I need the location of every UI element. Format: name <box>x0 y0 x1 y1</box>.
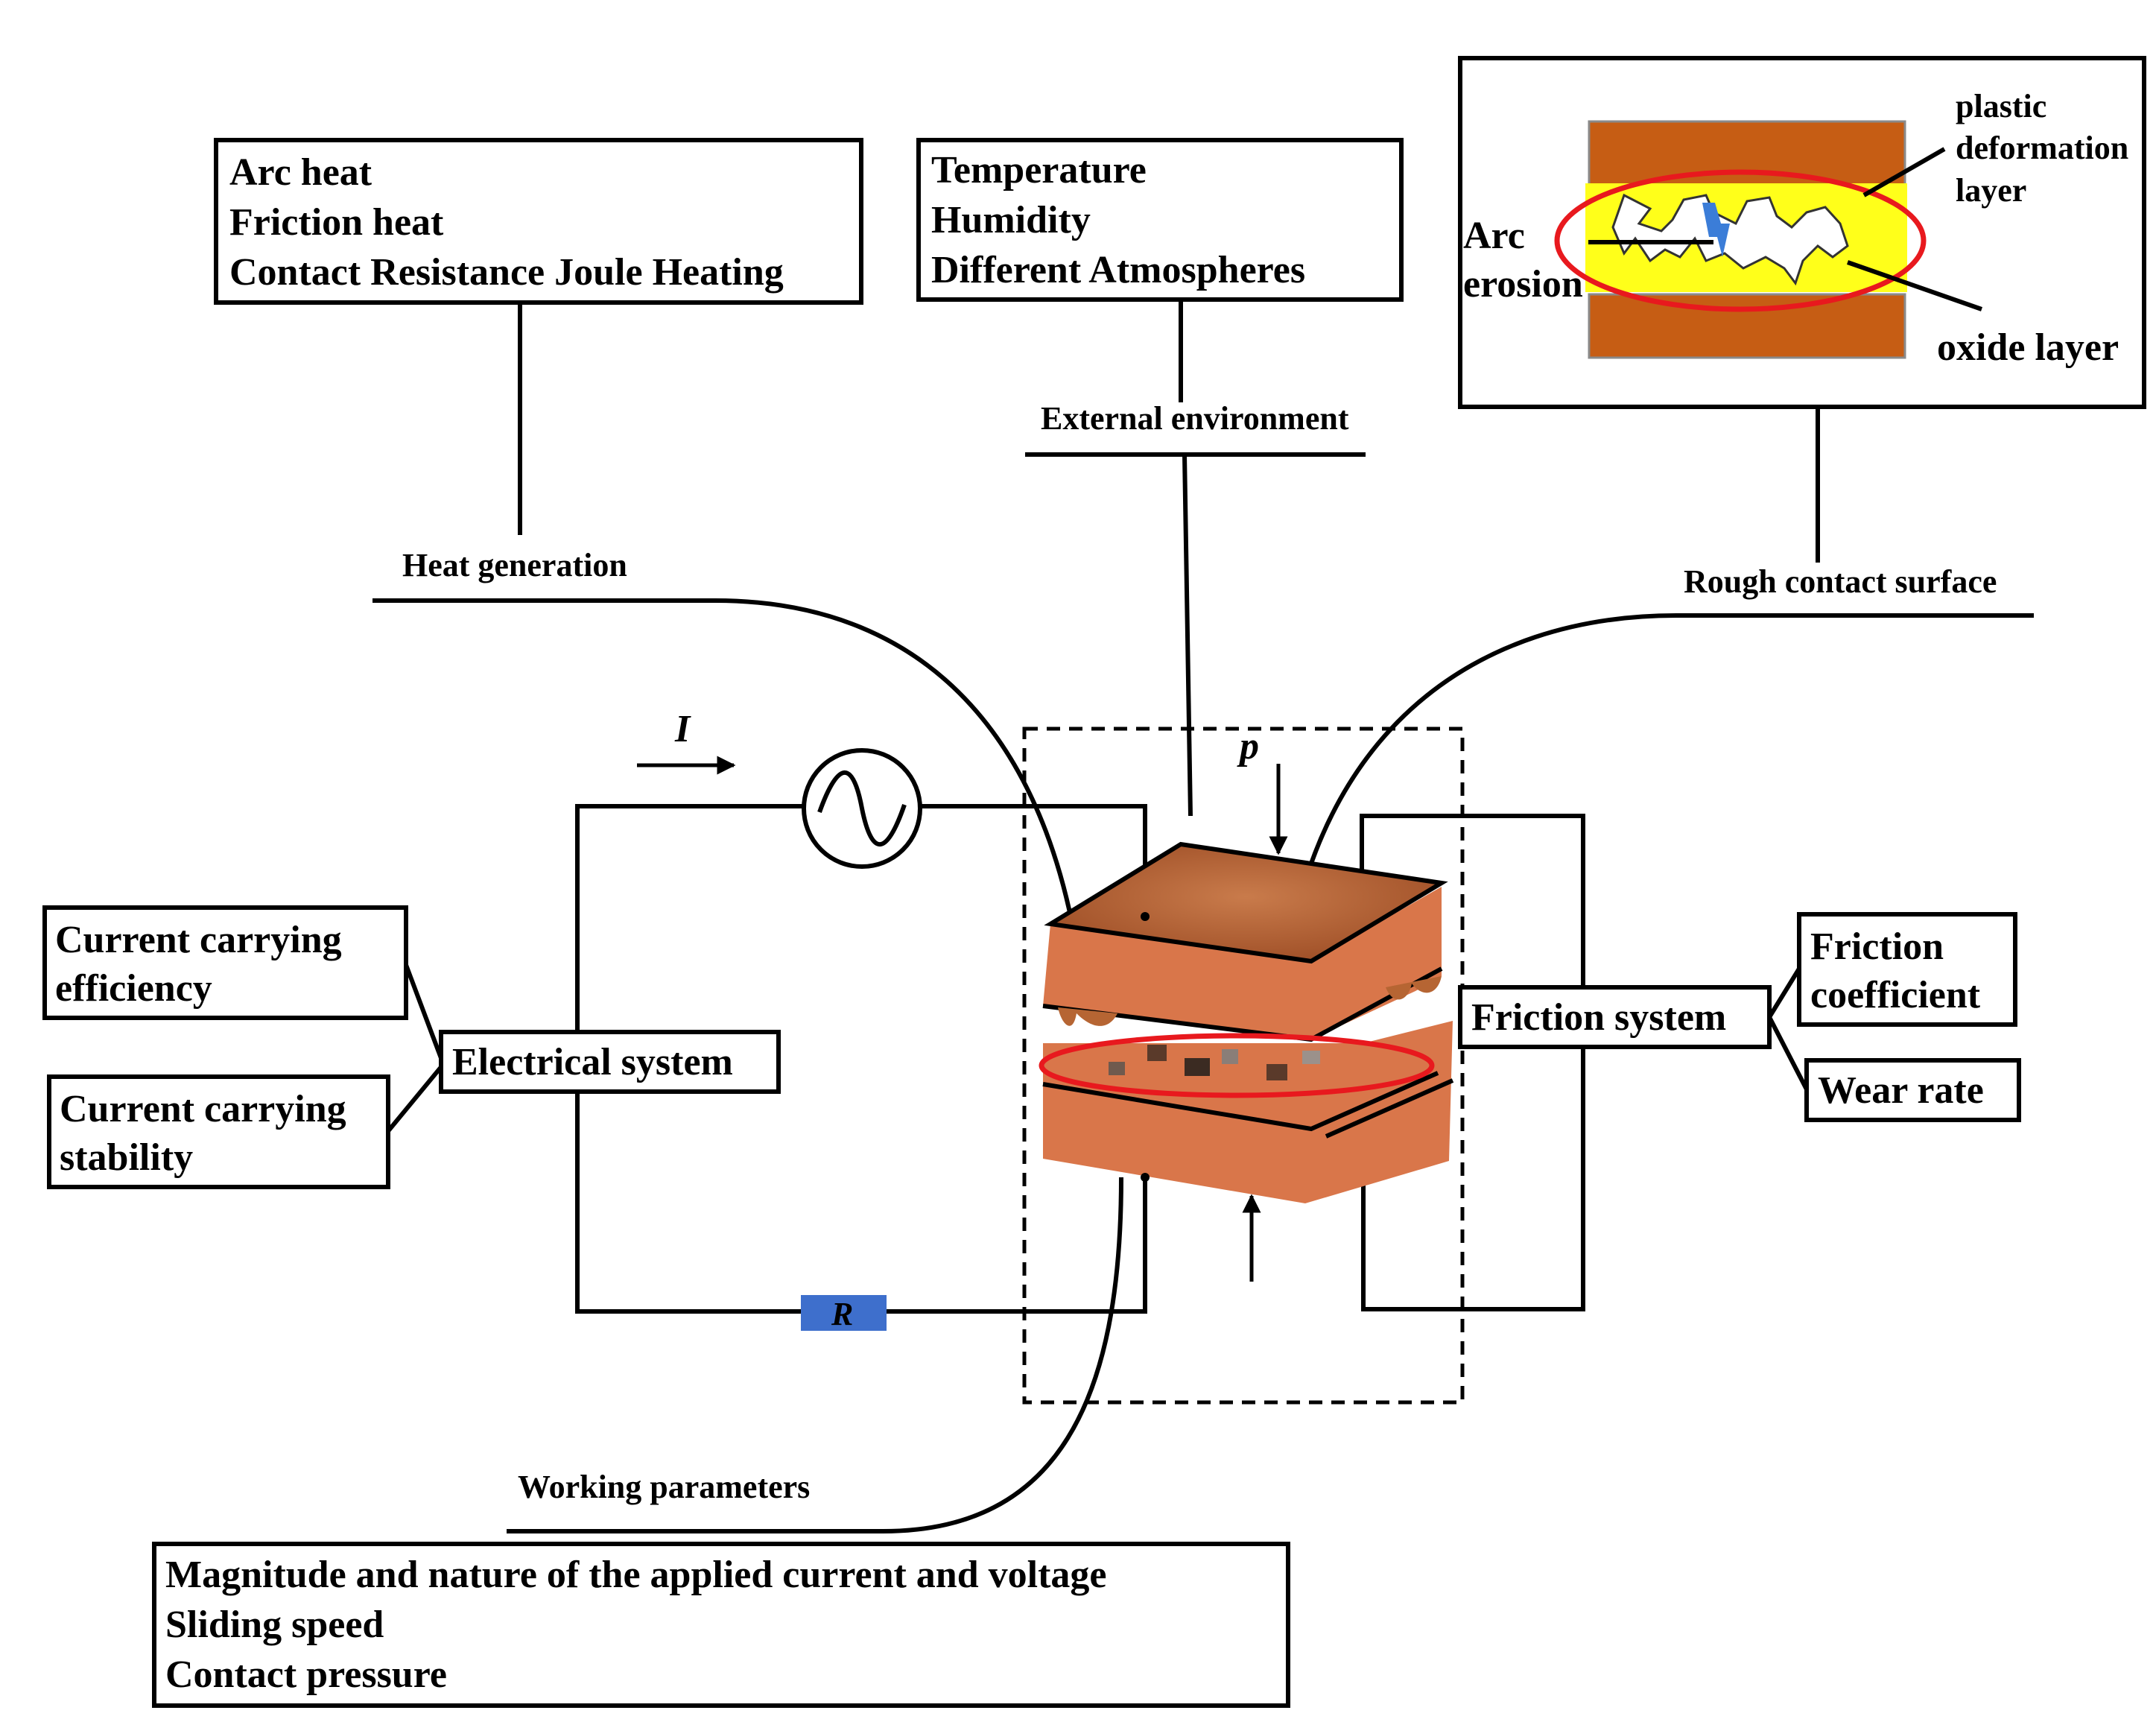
inset-lower-copper <box>1588 293 1906 359</box>
friction-coefficient-box: Friction coefficient <box>1797 912 2017 1027</box>
wear-rate-label: Wear rate <box>1818 1069 1984 1112</box>
plastic-label-3: layer <box>1956 172 2026 209</box>
heat-sources-box: Arc heat Friction heat Contact Resistanc… <box>214 138 863 305</box>
friction-coefficient-label-1: Friction <box>1810 925 1944 968</box>
debris-particle <box>1109 1062 1125 1075</box>
friction-system-label: Friction system <box>1471 996 1726 1039</box>
plastic-layer-pointer <box>1862 147 1946 197</box>
stability-connector <box>386 1066 443 1133</box>
friction-pair-blocks <box>1039 841 1454 1203</box>
upper-contact-point <box>1141 912 1150 921</box>
current-symbol: I <box>674 708 691 750</box>
friction-coefficient-connector <box>1767 967 1801 1019</box>
resistor-symbol: R <box>831 1296 853 1332</box>
friction-pair-region <box>1022 727 1465 1405</box>
contact-surface-inset: plastic deformation layer Arc erosion ox… <box>1458 56 2146 409</box>
molten-drip <box>1386 976 1442 1000</box>
arc-erosion-label-1: Arc <box>1463 215 1525 257</box>
lower-block-edge-2 <box>1325 1078 1454 1139</box>
efficiency-box: Current carrying efficiency <box>42 905 408 1020</box>
circuit-wire-bottom <box>887 1177 1147 1314</box>
env-item-temperature: Temperature <box>931 149 1147 191</box>
efficiency-connector <box>404 963 443 1060</box>
efficiency-label-2: efficiency <box>55 967 212 1010</box>
debris-particle <box>1302 1051 1320 1064</box>
contact-interface-highlight <box>1039 1033 1435 1098</box>
electrical-system-label: Electrical system <box>452 1041 733 1083</box>
debris-particle <box>1266 1064 1287 1080</box>
working-parameters-curve <box>507 1177 1123 1533</box>
pressure-symbol: p <box>1237 725 1259 767</box>
debris-particle <box>1185 1058 1210 1076</box>
working-item-sliding-speed: Sliding speed <box>165 1604 384 1646</box>
upper-block-top <box>1050 844 1442 961</box>
working-item-current-voltage: Magnitude and nature of the applied curr… <box>165 1554 1107 1596</box>
debris-particle <box>1222 1049 1238 1064</box>
inset-upper-copper <box>1588 120 1906 186</box>
arc-erosion-label-2: erosion <box>1463 263 1583 306</box>
oxide-layer-label: oxide layer <box>1937 326 2119 369</box>
debris-particle <box>1147 1045 1167 1061</box>
rough-contact-surface-label: Rough contact surface <box>1684 563 1997 600</box>
friction-system-box: Friction system <box>1458 985 1772 1049</box>
plastic-label-2: deformation <box>1956 130 2128 166</box>
stability-box: Current carrying stability <box>47 1074 390 1189</box>
working-parameters-box: Magnitude and nature of the applied curr… <box>152 1542 1290 1708</box>
oxide-layer-pointer <box>1847 260 1982 311</box>
plastic-label-1: plastic <box>1956 88 2046 124</box>
env-item-atmospheres: Different Atmospheres <box>931 249 1305 291</box>
molten-drip <box>1058 1007 1117 1026</box>
stability-label-2: stability <box>60 1136 193 1179</box>
heat-item-friction: Friction heat <box>229 201 444 244</box>
ac-sine-icon <box>817 770 907 846</box>
stability-label-1: Current carrying <box>60 1088 346 1130</box>
upper-block-outline <box>1044 841 1448 964</box>
external-environment-label: External environment <box>1041 400 1349 437</box>
upper-block-side <box>1043 887 1442 1039</box>
electrical-system-box: Electrical system <box>439 1030 781 1094</box>
env-item-humidity: Humidity <box>931 199 1091 241</box>
heat-generation-label: Heat generation <box>402 547 627 583</box>
working-parameters-label: Working parameters <box>518 1469 810 1505</box>
environment-box: Temperature Humidity Different Atmospher… <box>916 138 1404 302</box>
friction-system-wire <box>1360 814 1585 1311</box>
working-item-contact-pressure: Contact pressure <box>165 1653 447 1696</box>
spark-icon <box>1702 203 1730 257</box>
lower-block-edge <box>1042 1071 1439 1132</box>
heat-item-joule: Contact Resistance Joule Heating <box>229 251 784 294</box>
wear-rate-box: Wear rate <box>1804 1058 2021 1122</box>
lower-block <box>1043 1021 1453 1203</box>
inset-highlight-ellipse <box>1554 169 1927 312</box>
lower-contact-point <box>1141 1173 1150 1182</box>
inset-rough-gap <box>1611 193 1849 286</box>
resistor-icon <box>801 1295 887 1331</box>
friction-coefficient-label-2: coefficient <box>1810 974 1981 1016</box>
external-environment-curve <box>1182 454 1193 817</box>
heat-generation-curve <box>372 598 1086 1003</box>
efficiency-label-1: Current carrying <box>55 919 342 961</box>
electrical-circuit: R I <box>575 708 1147 1332</box>
wear-rate-connector <box>1767 1016 1809 1091</box>
heat-item-arc: Arc heat <box>229 151 372 194</box>
